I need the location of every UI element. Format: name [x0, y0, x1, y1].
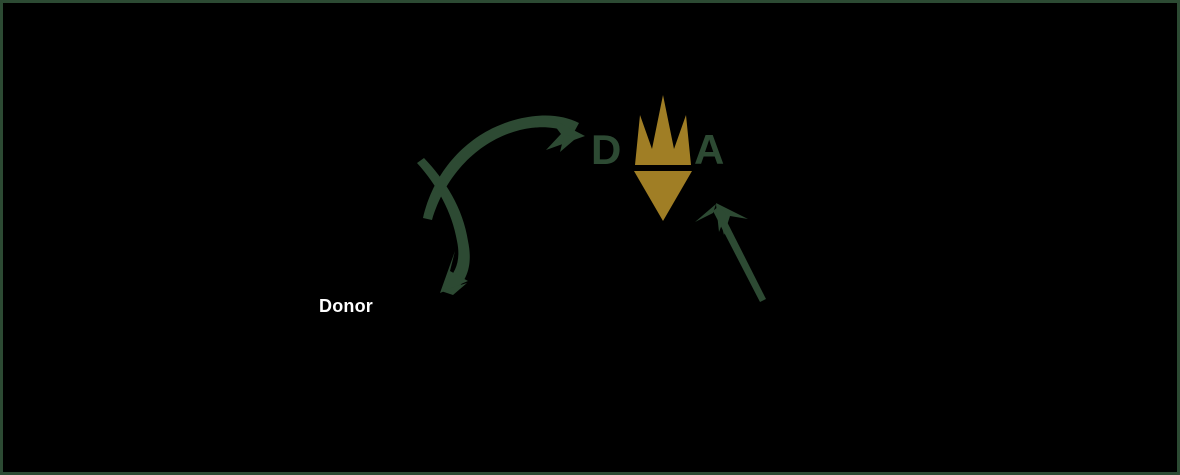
da-logo: D A [591, 93, 736, 223]
diagram-vector-layer [417, 115, 766, 302]
arrow-from-lower-right-icon [695, 203, 766, 302]
donor-label: Donor [319, 296, 373, 316]
logo-letter-d: D [591, 126, 622, 173]
arrow-to-donor-icon [417, 158, 470, 295]
arrow-to-acceptor-icon [423, 115, 585, 220]
logo-letter-a: A [694, 126, 725, 173]
crown-and-downward-triangle-icon [634, 95, 692, 221]
